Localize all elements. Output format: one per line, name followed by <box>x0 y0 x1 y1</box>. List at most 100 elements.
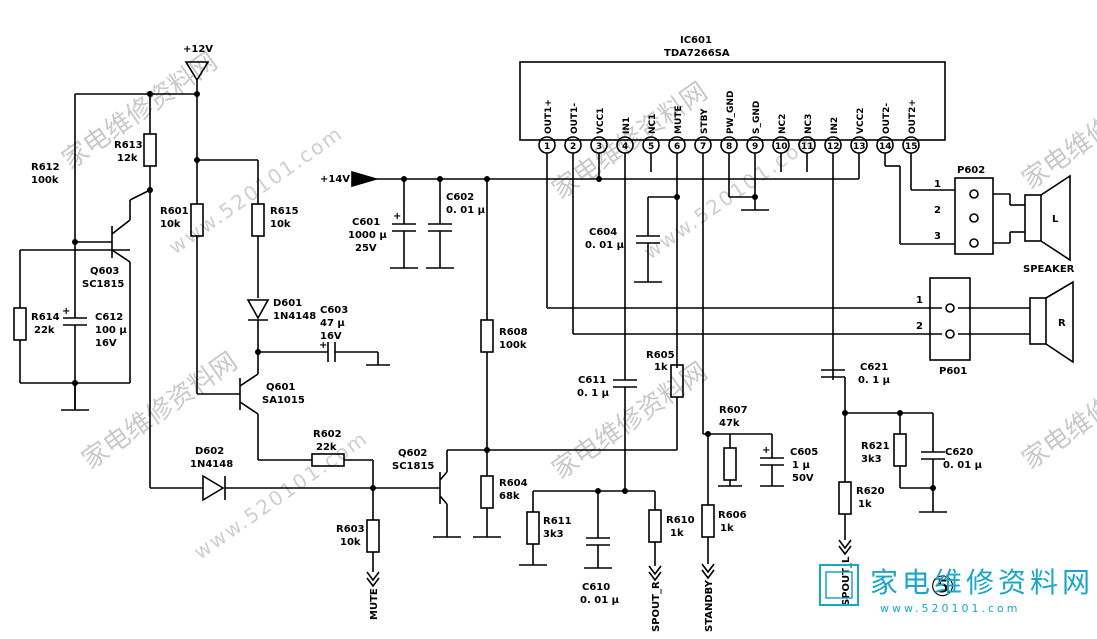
ic-pin-2: OUT1- 2 <box>564 103 582 154</box>
pin-number: 5 <box>648 142 654 152</box>
brand-logo: 家电维修资料网 www.520101.com <box>819 564 1090 615</box>
pin-name: OUT1- <box>570 103 580 134</box>
r601: R601 10k <box>160 160 240 395</box>
speaker-right-channel: R <box>1058 318 1066 329</box>
ic601-pins: OUT1+ 1 OUT1- 2 VCC1 3 IN1 4 NC1 5 MUTE … <box>538 91 920 154</box>
q603-part: SC1815 <box>82 279 124 290</box>
ic-pin-12: IN2 12 <box>824 117 842 154</box>
r610-value: 1k <box>670 528 684 539</box>
pin-number: 9 <box>752 142 758 152</box>
watermark-text: 家电维修资料网 <box>547 357 713 486</box>
ic-pin-9: S_GND 9 <box>746 101 764 154</box>
r612-value: 100k <box>31 175 59 186</box>
ic601-body <box>519 61 946 141</box>
ic601-part: TDA7266SA <box>664 48 730 59</box>
c601: + C601 1000 μ 25V <box>348 179 418 269</box>
p602-pin-1: 1 <box>934 179 941 190</box>
pin-name: STBY <box>700 108 710 134</box>
c620-ref: C620 <box>945 447 973 458</box>
watermark-text: 家电维修资料网 <box>1017 67 1097 196</box>
r604-ref: R604 <box>499 478 528 489</box>
p601-connector: P601 1 2 <box>916 277 1030 377</box>
r608-value: 100k <box>499 340 527 351</box>
r610-ref: R610 <box>666 515 695 526</box>
c620-value: 0. 01 μ <box>943 460 983 471</box>
d601: D601 1N4148 <box>246 298 316 374</box>
r620-value: 1k <box>858 499 872 510</box>
c612-voltage: 16V <box>95 338 117 349</box>
pin-number: 3 <box>596 142 602 152</box>
ic-pin-1: OUT1+ 1 <box>538 99 556 154</box>
watermark-text: 家电维修资料网 <box>57 47 223 176</box>
mute-label: MUTE <box>369 588 380 620</box>
pin-name: IN2 <box>830 117 840 134</box>
c602-ref: C602 <box>446 192 474 203</box>
c604-value: 0. 01 μ <box>585 240 625 251</box>
c605-ref: C605 <box>790 447 818 458</box>
pin-name: S_GND <box>752 101 762 134</box>
mute-net: R605 1k <box>447 153 684 451</box>
svg-text:+: + <box>393 211 401 222</box>
pin-name: OUT2- <box>882 103 892 134</box>
standby-label: STANDBY <box>704 579 715 632</box>
in1-net: C611 0. 1 μ R611 3k3 C610 0. 01 μ R610 1… <box>519 153 695 632</box>
q603-ref: Q603 <box>90 266 119 277</box>
supply-14v-net: +14V <box>320 153 860 188</box>
r614-value: 22k <box>34 325 55 336</box>
c601-ref: C601 <box>352 217 380 228</box>
r621-ref: R621 <box>861 441 890 452</box>
gnd-pins-8-9 <box>728 153 769 211</box>
c601-voltage: 25V <box>355 243 377 254</box>
c603-voltage: 16V <box>320 331 342 342</box>
d601-part: 1N4148 <box>273 311 316 322</box>
c603-value: 47 μ <box>320 318 345 329</box>
r608-ref: R608 <box>499 327 528 338</box>
svg-text:+: + <box>62 306 70 317</box>
pin-name: VCC2 <box>856 108 866 134</box>
r601-value: 10k <box>160 219 181 230</box>
ic-pin-7: STBY 7 <box>694 108 712 154</box>
pin-number: 11 <box>801 142 814 152</box>
q601: Q601 SA1015 <box>239 373 312 461</box>
ic-pin-10: NC2 10 <box>772 114 790 154</box>
c603: + C603 47 μ 16V <box>258 305 390 366</box>
pin-name: OUT1+ <box>544 99 554 134</box>
ic-pin-13: VCC2 13 <box>850 108 868 154</box>
page-number-badge: ⑤ <box>930 570 955 603</box>
c605-voltage: 50V <box>792 473 814 484</box>
pin-number: 15 <box>905 142 918 152</box>
speaker-left-channel: L <box>1052 214 1059 225</box>
supply-12v-label: +12V <box>183 44 213 55</box>
svg-text:+: + <box>762 445 770 456</box>
c610-ref: C610 <box>582 582 610 593</box>
r620-ref: R620 <box>856 486 885 497</box>
c612-ref: C612 <box>95 312 123 323</box>
pin-number: 14 <box>879 142 892 152</box>
r606-value: 1k <box>720 523 734 534</box>
c605-value: 1 μ <box>792 460 810 471</box>
r608: R608 100k <box>480 179 528 450</box>
ic-pin-15: OUT2+ 15 <box>902 99 920 154</box>
r602-value: 22k <box>316 442 337 453</box>
pin-name: NC1 <box>648 114 658 134</box>
r611-value: 3k3 <box>543 529 564 540</box>
svg-text:+: + <box>319 340 327 351</box>
pin-number: 4 <box>622 142 628 152</box>
p601-pin-1: 1 <box>916 295 923 306</box>
q602-part: SC1815 <box>392 461 434 472</box>
r603: R603 10k MUTE <box>336 488 380 620</box>
brand-url: www.520101.com <box>880 602 1020 615</box>
spout-r-label: SPOUT_R <box>651 581 662 632</box>
q602-ref: Q602 <box>398 448 427 459</box>
r613: R613 12k <box>114 94 157 488</box>
watermark-text: 家电维修资料网 <box>1017 347 1097 476</box>
r607-ref: R607 <box>719 405 748 416</box>
c601-value: 1000 μ <box>348 230 387 241</box>
pin-name: MUTE <box>674 105 684 134</box>
r613-ref: R613 <box>114 140 143 151</box>
pin-name: NC2 <box>778 114 788 134</box>
speaker-right: R <box>1029 280 1074 364</box>
c602: C602 0. 01 μ <box>426 179 486 269</box>
page-number: ⑤ <box>930 570 955 603</box>
